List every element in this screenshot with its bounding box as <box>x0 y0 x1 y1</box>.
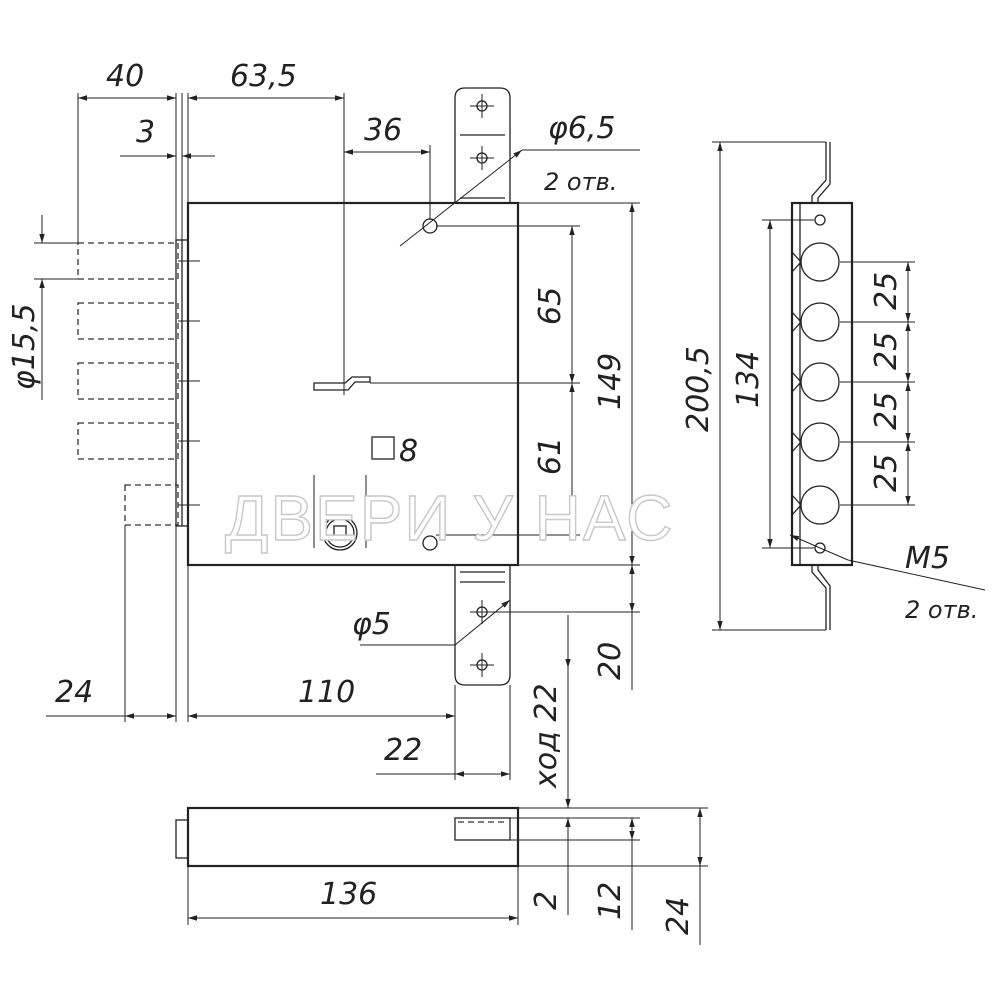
side-bolts <box>791 242 840 525</box>
bolt <box>77 362 179 400</box>
dim-61: 61 <box>533 437 568 475</box>
bottom-dimensions: 24 110 22 ход 22 <box>46 525 571 789</box>
bolt-head <box>800 362 840 402</box>
dim-dia-15-5: φ15,5 <box>7 303 42 390</box>
dim-m5: M5 <box>905 541 950 576</box>
dim-22: 22 <box>384 733 422 768</box>
dim-36: 36 <box>364 113 402 148</box>
dim-3: 3 <box>136 115 155 150</box>
spindle <box>313 475 367 551</box>
dim-136: 136 <box>320 877 377 912</box>
front-view: 8 40 63,5 3 36 φ6,5 2 отв. <box>7 59 640 789</box>
dim-12: 12 <box>593 882 628 920</box>
bolt-head <box>800 302 840 342</box>
top-view: 136 2 12 24 <box>175 780 708 945</box>
dim-134: 134 <box>731 351 766 408</box>
bolts <box>77 242 200 526</box>
dim-25-b: 25 <box>869 332 904 370</box>
key-slot <box>313 376 371 391</box>
bolt-head <box>800 242 840 282</box>
top-mounting-bracket <box>454 87 511 203</box>
dim-20: 20 <box>593 642 628 680</box>
top-view-faceplate <box>175 819 189 859</box>
side-view: 200,5 134 25 25 25 25 M5 2 отв. <box>681 141 986 631</box>
bottom-mounting-bracket <box>454 565 511 686</box>
bolt <box>77 302 179 340</box>
dim-24-latch: 24 <box>55 675 93 710</box>
dim-2: 2 <box>529 891 564 910</box>
m5-hole-bottom <box>814 542 826 554</box>
holes-count-side: 2 отв. <box>905 596 978 624</box>
square-symbol <box>371 436 395 460</box>
dim-63-5: 63,5 <box>230 59 297 94</box>
dim-110: 110 <box>298 675 355 710</box>
dim-stroke-22: ход 22 <box>529 683 564 789</box>
dim-149: 149 <box>593 353 628 410</box>
bolt-diameter-dimension: φ15,5 <box>7 215 78 400</box>
body-hole-bottom <box>422 535 438 551</box>
dim-25-d: 25 <box>869 454 904 492</box>
top-view-body <box>186 806 520 868</box>
square-8-label: 8 <box>399 434 418 469</box>
right-dimensions: 65 61 149 20 φ5 <box>352 202 640 690</box>
top-view-strike-slot <box>454 817 511 841</box>
dim-dia-5: φ5 <box>352 607 391 642</box>
bolt <box>77 422 179 460</box>
dim-65: 65 <box>533 287 568 325</box>
latch-bolt <box>124 484 179 526</box>
dim-40: 40 <box>106 59 144 94</box>
dim-200-5: 200,5 <box>681 346 716 432</box>
bolt-head <box>800 422 840 462</box>
watermark-text: ДВЕРИ У НАС <box>225 482 674 554</box>
m5-hole-top <box>814 214 826 226</box>
side-faceplate <box>790 201 854 567</box>
bolt-head <box>800 485 840 525</box>
dim-25-a: 25 <box>869 272 904 310</box>
top-dimensions: 40 63,5 3 36 φ6,5 2 отв. <box>77 59 640 395</box>
holes-count-top: 2 отв. <box>544 168 617 196</box>
dim-dia-6-5: φ6,5 <box>548 111 616 146</box>
dim-24-thickness: 24 <box>661 897 696 935</box>
dim-25-c: 25 <box>869 392 904 430</box>
bolt <box>77 242 179 280</box>
